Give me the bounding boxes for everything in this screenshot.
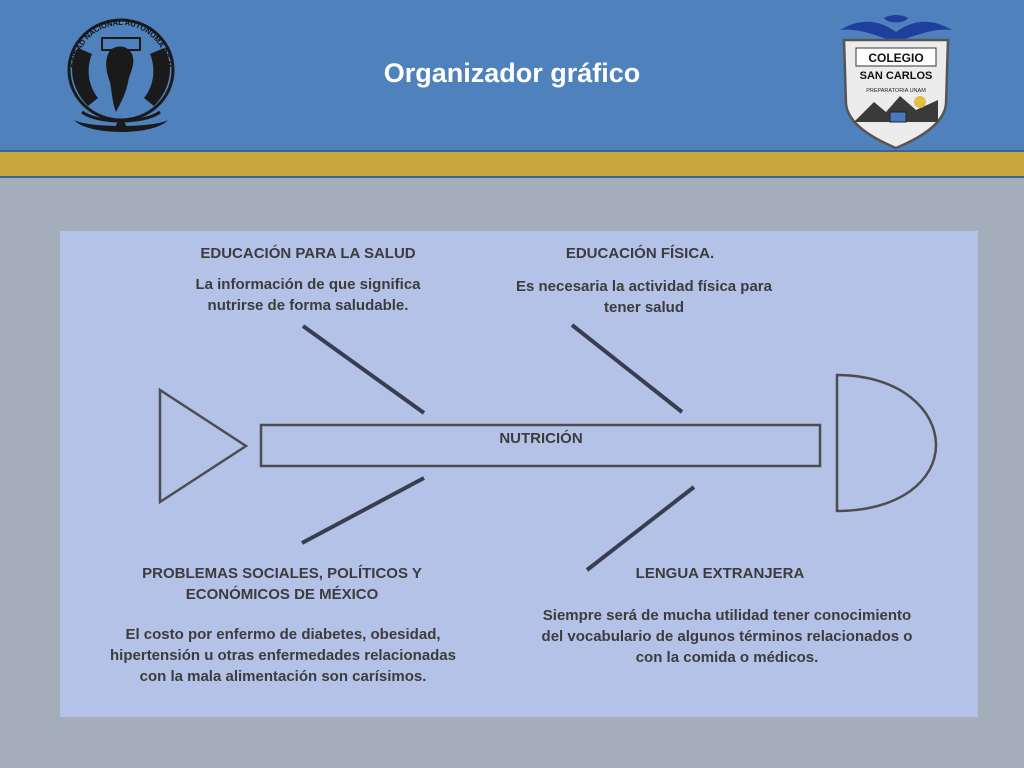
diagram-panel xyxy=(60,231,978,717)
accent-bar xyxy=(0,150,1024,178)
top-right-heading: EDUCACIÓN FÍSICA. xyxy=(565,245,715,262)
top-left-heading: EDUCACIÓN PARA LA SALUD xyxy=(200,245,416,262)
fish-head xyxy=(835,373,938,513)
bone-top-left xyxy=(301,324,426,415)
bone-bottom-right xyxy=(585,485,696,572)
bottom-right-body: Siempre será de mucha utilidad tener con… xyxy=(541,607,913,666)
colegio-san-carlos-logo: COLEGIO SAN CARLOS PREPARATORIA UNAM xyxy=(840,15,952,150)
fish-tail xyxy=(158,387,249,505)
bone-top-right xyxy=(570,323,684,414)
fish-spine xyxy=(259,423,822,468)
unam-seal-logo: UNIVERSIDAD NACIONAL AUTÓNOMA DE MÉXICO xyxy=(58,8,175,132)
top-left-body: La información de que significa nutrirse… xyxy=(195,276,421,314)
svg-text:COLEGIO: COLEGIO xyxy=(868,51,923,65)
svg-text:PREPARATORIA UNAM: PREPARATORIA UNAM xyxy=(866,88,926,94)
svg-text:SAN CARLOS: SAN CARLOS xyxy=(860,70,933,82)
bottom-left-body: El costo por enfermo de diabetes, obesid… xyxy=(110,626,456,685)
bottom-left-heading: PROBLEMAS SOCIALES, POLÍTICOS Y ECONÓMIC… xyxy=(142,565,422,603)
page-title: Organizador gráfico xyxy=(383,58,641,88)
bottom-right-heading: LENGUA EXTRANJERA xyxy=(635,565,805,582)
bone-bottom-left xyxy=(301,476,425,545)
spine-label: NUTRICIÓN xyxy=(499,430,583,447)
top-right-body: Es necesaria la actividad física para te… xyxy=(516,278,772,316)
